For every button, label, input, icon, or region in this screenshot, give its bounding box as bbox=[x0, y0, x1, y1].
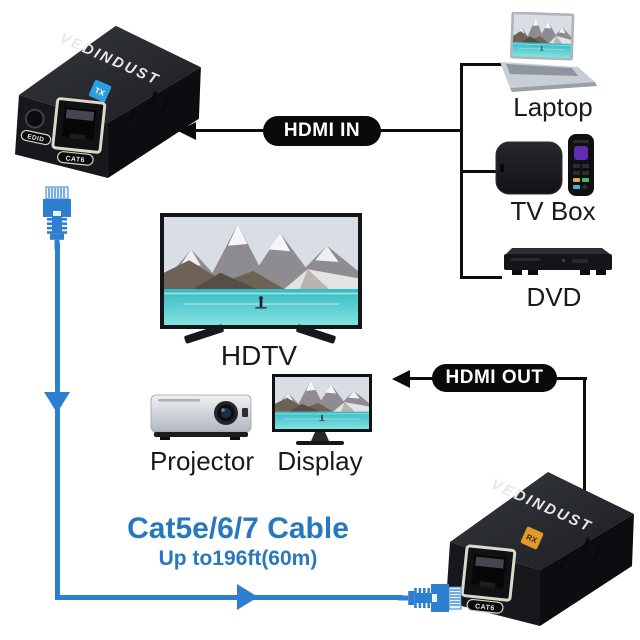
svg-text:EDID: EDID bbox=[27, 133, 45, 143]
laptop-icon bbox=[500, 12, 597, 92]
tx-logo-icon: TX bbox=[88, 79, 112, 103]
remote-icon bbox=[568, 134, 594, 196]
tv-box-label: TV Box bbox=[510, 196, 596, 226]
projector-icon bbox=[150, 394, 252, 440]
cat-cable-vertical bbox=[55, 243, 60, 600]
hdtv-icon bbox=[160, 213, 362, 329]
edid-button: EDID bbox=[20, 108, 52, 146]
tv-box-icon bbox=[495, 134, 594, 196]
cable-title: Cat5e/6/7 Cable bbox=[127, 512, 349, 545]
svg-text:CAT6: CAT6 bbox=[65, 155, 85, 164]
hdmi-out-pill: HDMI OUT bbox=[432, 364, 557, 392]
cable-subtitle: Up to196ft(60m) bbox=[158, 547, 318, 570]
dvd-label: DVD bbox=[526, 282, 582, 312]
cat-cable-down-arrowhead-icon bbox=[44, 392, 70, 413]
rj45-port-rx: CAT6 bbox=[460, 544, 517, 614]
projector-label: Projector bbox=[149, 446, 255, 476]
display-screen bbox=[275, 377, 369, 429]
rj45-connector-icon bbox=[398, 583, 462, 613]
display-stand bbox=[311, 432, 329, 441]
svg-text:RX: RX bbox=[525, 533, 539, 546]
rj45-connector-icon bbox=[42, 186, 72, 250]
laptop-label: Laptop bbox=[513, 92, 593, 122]
hdtv-label: HDTV bbox=[220, 340, 298, 371]
svg-text:CAT6: CAT6 bbox=[475, 603, 495, 612]
cat-cable-right-arrowhead-icon bbox=[237, 584, 258, 610]
source-bracket-stub-tvbox bbox=[460, 170, 502, 173]
source-bracket-stub-laptop bbox=[460, 63, 502, 66]
hdmi-in-pill: HDMI IN bbox=[263, 116, 381, 146]
display-label: Display bbox=[277, 446, 363, 476]
svg-text:TX: TX bbox=[93, 86, 107, 99]
dvd-player-icon bbox=[504, 248, 612, 275]
rx-logo-icon: RX bbox=[520, 526, 544, 550]
source-bracket-stub-dvd bbox=[460, 276, 502, 279]
extender-transmitter-device: VEDINDUST TX EDID CAT6 bbox=[15, 25, 201, 179]
display-icon bbox=[272, 374, 372, 432]
hdmi-out-arrowhead-icon bbox=[392, 370, 410, 388]
rj45-port-tx: CAT6 bbox=[51, 97, 107, 166]
hdtv-screen bbox=[164, 217, 358, 325]
display-stand-base bbox=[296, 441, 344, 445]
extender-receiver-device: VEDINDUST RX CAT6 bbox=[446, 472, 634, 626]
cat-cable-horizontal bbox=[55, 595, 403, 600]
hdmi-out-drop-line bbox=[583, 377, 586, 497]
